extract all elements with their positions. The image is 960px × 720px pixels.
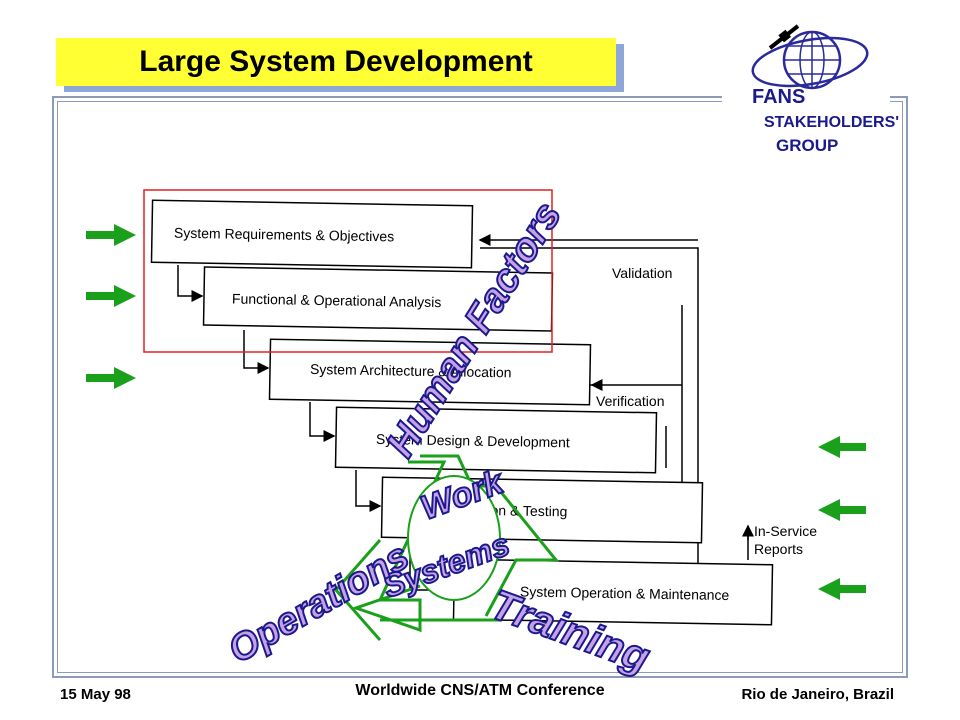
footer-location: Rio de Janeiro, Brazil <box>741 686 894 703</box>
step-label: System Operation & Maintenance <box>520 583 730 603</box>
slide-frame <box>52 96 908 678</box>
step-box <box>150 199 474 269</box>
logo-line2: STAKEHOLDERS' <box>764 114 899 131</box>
right-arrow-icon <box>86 285 136 307</box>
footer-date: 15 May 98 <box>60 686 131 703</box>
title-banner: Large System Development <box>56 38 616 86</box>
right-double-arrow <box>420 454 560 617</box>
work-systems-circle <box>407 475 501 601</box>
footer-conference: Worldwide CNS/ATM Conference <box>355 682 605 699</box>
reports-label: Reports <box>754 541 803 557</box>
step-label: System Architecture & Allocation <box>310 361 512 381</box>
validation-label: Validation <box>612 265 672 281</box>
logo-orbit <box>751 36 869 88</box>
left-arrow-icon <box>818 578 866 600</box>
slide-frame-inner <box>57 101 903 673</box>
in-service-label: In-Service <box>754 523 817 539</box>
right-arrow-icon <box>86 224 136 246</box>
verification-label: Verification <box>596 393 664 409</box>
logo-line3: GROUP <box>776 136 838 155</box>
step-label: System Design & Development <box>376 431 570 450</box>
logo-background <box>722 14 890 164</box>
step-box <box>268 338 592 406</box>
satellite-icon <box>768 24 800 50</box>
step-label: System Requirements & Objectives <box>174 225 394 245</box>
step-box <box>334 406 658 474</box>
work-systems-triangle <box>334 454 560 641</box>
right-arrow-icon <box>86 367 136 389</box>
right-arrows <box>818 436 866 600</box>
highlight-rectangle <box>143 189 553 353</box>
left-arrow-icon <box>818 436 866 458</box>
operations-word: Operations <box>222 535 417 672</box>
left-double-arrow <box>351 460 447 633</box>
fans-logo: FANS STAKEHOLDERS' GROUP <box>751 24 899 155</box>
left-arrows <box>86 224 136 389</box>
logo-line1: FANS <box>752 86 805 108</box>
bottom-arrow <box>334 539 382 641</box>
step-boxes: System Requirements & Objectives Functio… <box>150 199 774 626</box>
step-label: Functional & Operational Analysis <box>232 290 442 310</box>
page-title: Large System Development <box>139 45 533 78</box>
left-arrow-icon <box>818 499 866 521</box>
